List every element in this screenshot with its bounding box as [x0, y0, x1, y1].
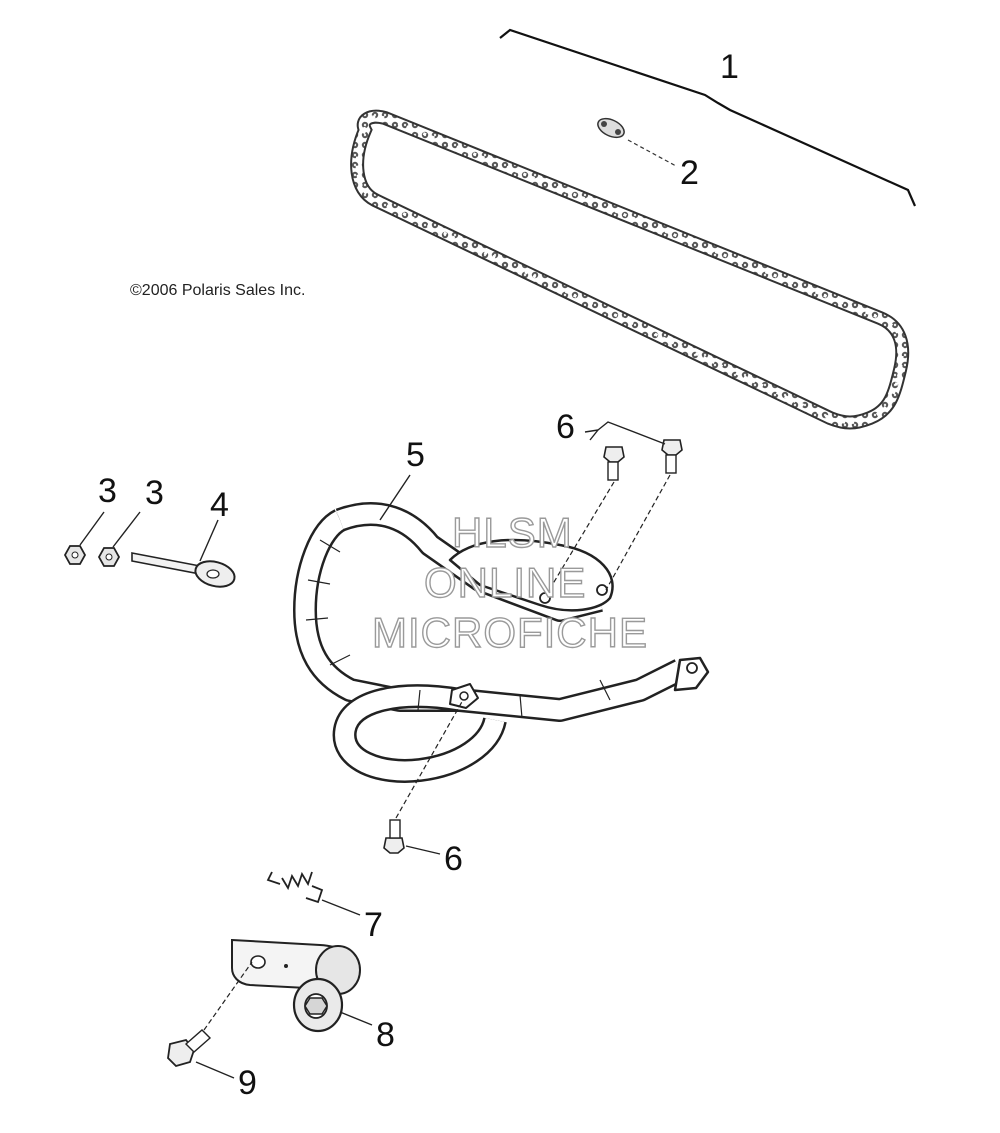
nut-right: [97, 511, 141, 567]
tensioner-bolt: [167, 961, 253, 1079]
master-link: [597, 117, 677, 167]
tensioner-roller: [231, 938, 373, 1033]
callout-nut-right: 3: [145, 474, 164, 512]
callout-nut-left: 3: [98, 472, 117, 510]
bracket-leader: [379, 474, 411, 521]
drive-chain: [350, 109, 910, 430]
callout-bolt-upper: 6: [556, 408, 575, 446]
copyright-text: ©2006 Polaris Sales Inc.: [130, 282, 306, 299]
nut-left: [63, 511, 105, 565]
callout-chain-guard-bracket: 5: [406, 436, 425, 474]
assembly-bracket: [499, 28, 917, 207]
watermark-line-2: ONLINE: [423, 559, 587, 606]
bolt-upper-right: [605, 439, 683, 591]
watermark-line-3: MICROFICHE: [371, 609, 648, 656]
callout-bolt-lower: 6: [444, 840, 463, 878]
bolt-lower: [383, 699, 464, 855]
callout-drive-chain: 1: [720, 48, 739, 86]
spring: [266, 871, 361, 916]
bolt-pair-bracket: [589, 421, 666, 445]
watermark-line-1: HLSM: [451, 509, 573, 556]
callout-master-link: 2: [680, 154, 699, 192]
callout-spring: 7: [364, 906, 383, 944]
callout-adjuster-bolt: 4: [210, 486, 229, 524]
bolt-upper-left: [547, 446, 625, 593]
callout-tensioner-roller: 8: [376, 1016, 395, 1054]
chain-guard-bracket: [293, 502, 710, 783]
adjuster-bolt: [131, 519, 236, 588]
callout-tensioner-bolt: 9: [238, 1064, 257, 1102]
